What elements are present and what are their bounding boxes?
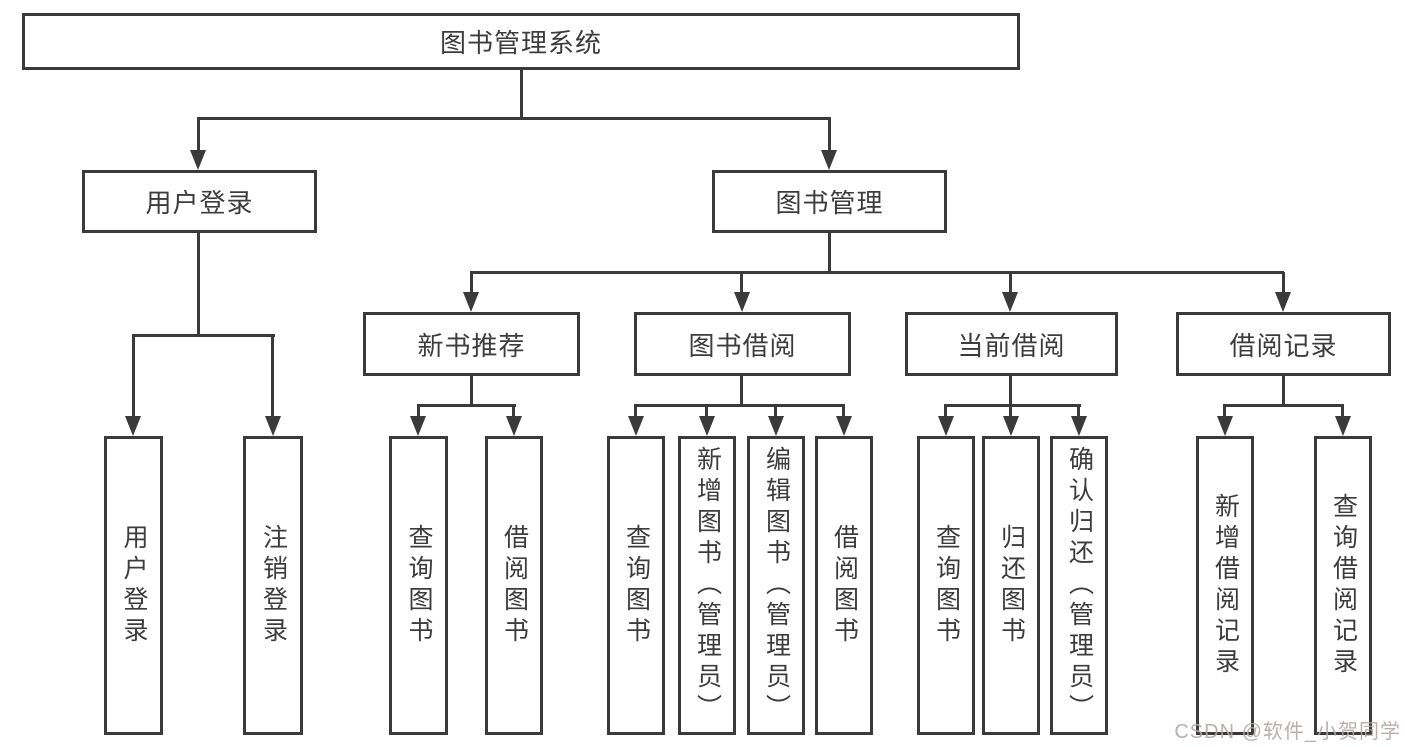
- arrow-down-icon: [1217, 416, 1233, 436]
- leaf-logout: 注销登录: [243, 436, 303, 735]
- leaf-query-borrow-record: 查询借阅记录: [1314, 436, 1372, 735]
- arrow-down-icon: [125, 416, 141, 436]
- node-current-borrowing: 当前借阅: [905, 312, 1118, 376]
- leaf-borrow-books-recommend: 借阅图书: [485, 436, 543, 735]
- connector-line: [1282, 272, 1285, 294]
- connector-line: [470, 272, 473, 294]
- arrow-down-icon: [1275, 292, 1291, 312]
- arrow-down-icon: [1003, 416, 1019, 436]
- connector-line: [470, 375, 473, 407]
- leaf-confirm-return-admin: 确认归还（管理员）: [1050, 436, 1108, 735]
- leaf-return-books: 归还图书: [982, 436, 1040, 735]
- connector-line: [1282, 375, 1285, 407]
- connector-line: [1009, 404, 1012, 418]
- connector-line: [740, 375, 743, 407]
- connector-line: [842, 404, 845, 418]
- leaf-query-books-current: 查询图书: [917, 436, 975, 735]
- node-new-book-recommend: 新书推荐: [363, 312, 580, 376]
- connector-line: [132, 334, 275, 337]
- connector-line: [1009, 272, 1012, 294]
- leaf-query-books-borrowing: 查询图书: [607, 436, 665, 735]
- arrow-down-icon: [1071, 416, 1087, 436]
- arrow-down-icon: [821, 150, 837, 170]
- connector-line: [417, 404, 420, 418]
- arrow-down-icon: [265, 416, 281, 436]
- arrow-down-icon: [1002, 292, 1018, 312]
- arrow-down-icon: [699, 416, 715, 436]
- arrow-down-icon: [768, 416, 784, 436]
- connector-line: [634, 404, 845, 407]
- connector-line: [740, 272, 743, 294]
- arrow-down-icon: [190, 150, 206, 170]
- arrow-down-icon: [628, 416, 644, 436]
- leaf-borrow-books-borrowing: 借阅图书: [815, 436, 873, 735]
- connector-line: [828, 118, 831, 154]
- arrow-down-icon: [734, 292, 750, 312]
- node-book-borrowing: 图书借阅: [634, 312, 851, 376]
- connector-line: [1223, 404, 1344, 407]
- node-user-login: 用户登录: [82, 170, 317, 233]
- leaf-add-book-admin: 新增图书（管理员）: [678, 436, 736, 735]
- leaf-add-borrow-record: 新增借阅记录: [1196, 436, 1254, 735]
- connector-line: [520, 69, 523, 118]
- leaf-edit-book-admin: 编辑图书（管理员）: [747, 436, 805, 735]
- connector-line: [774, 404, 777, 418]
- node-borrowing-records: 借阅记录: [1176, 312, 1391, 376]
- watermark: CSDN @软件_小贺同学: [1174, 721, 1401, 743]
- connector-line: [197, 117, 831, 120]
- leaf-user-login: 用户登录: [104, 436, 163, 735]
- connector-line: [1077, 404, 1080, 418]
- connector-line: [197, 233, 200, 335]
- leaf-query-books-recommend: 查询图书: [389, 436, 448, 735]
- connector-line: [470, 271, 1284, 274]
- connector-line: [634, 404, 637, 418]
- arrow-down-icon: [938, 416, 954, 436]
- connector-line: [944, 404, 1081, 407]
- connector-line: [828, 233, 831, 273]
- arrow-down-icon: [506, 416, 522, 436]
- connector-line: [1009, 375, 1012, 407]
- connector-line: [1223, 404, 1226, 418]
- connector-line: [705, 404, 708, 418]
- connector-line: [132, 335, 135, 420]
- connector-line: [1341, 404, 1344, 418]
- node-library-management-system: 图书管理系统: [22, 13, 1020, 70]
- connector-line: [944, 404, 947, 418]
- node-book-management: 图书管理: [712, 170, 947, 233]
- connector-line: [197, 118, 200, 154]
- arrow-down-icon: [410, 416, 426, 436]
- arrow-down-icon: [1335, 416, 1351, 436]
- connector-line: [271, 335, 274, 420]
- arrow-down-icon: [463, 292, 479, 312]
- arrow-down-icon: [836, 416, 852, 436]
- connector-line: [512, 404, 515, 418]
- connector-line: [417, 404, 516, 407]
